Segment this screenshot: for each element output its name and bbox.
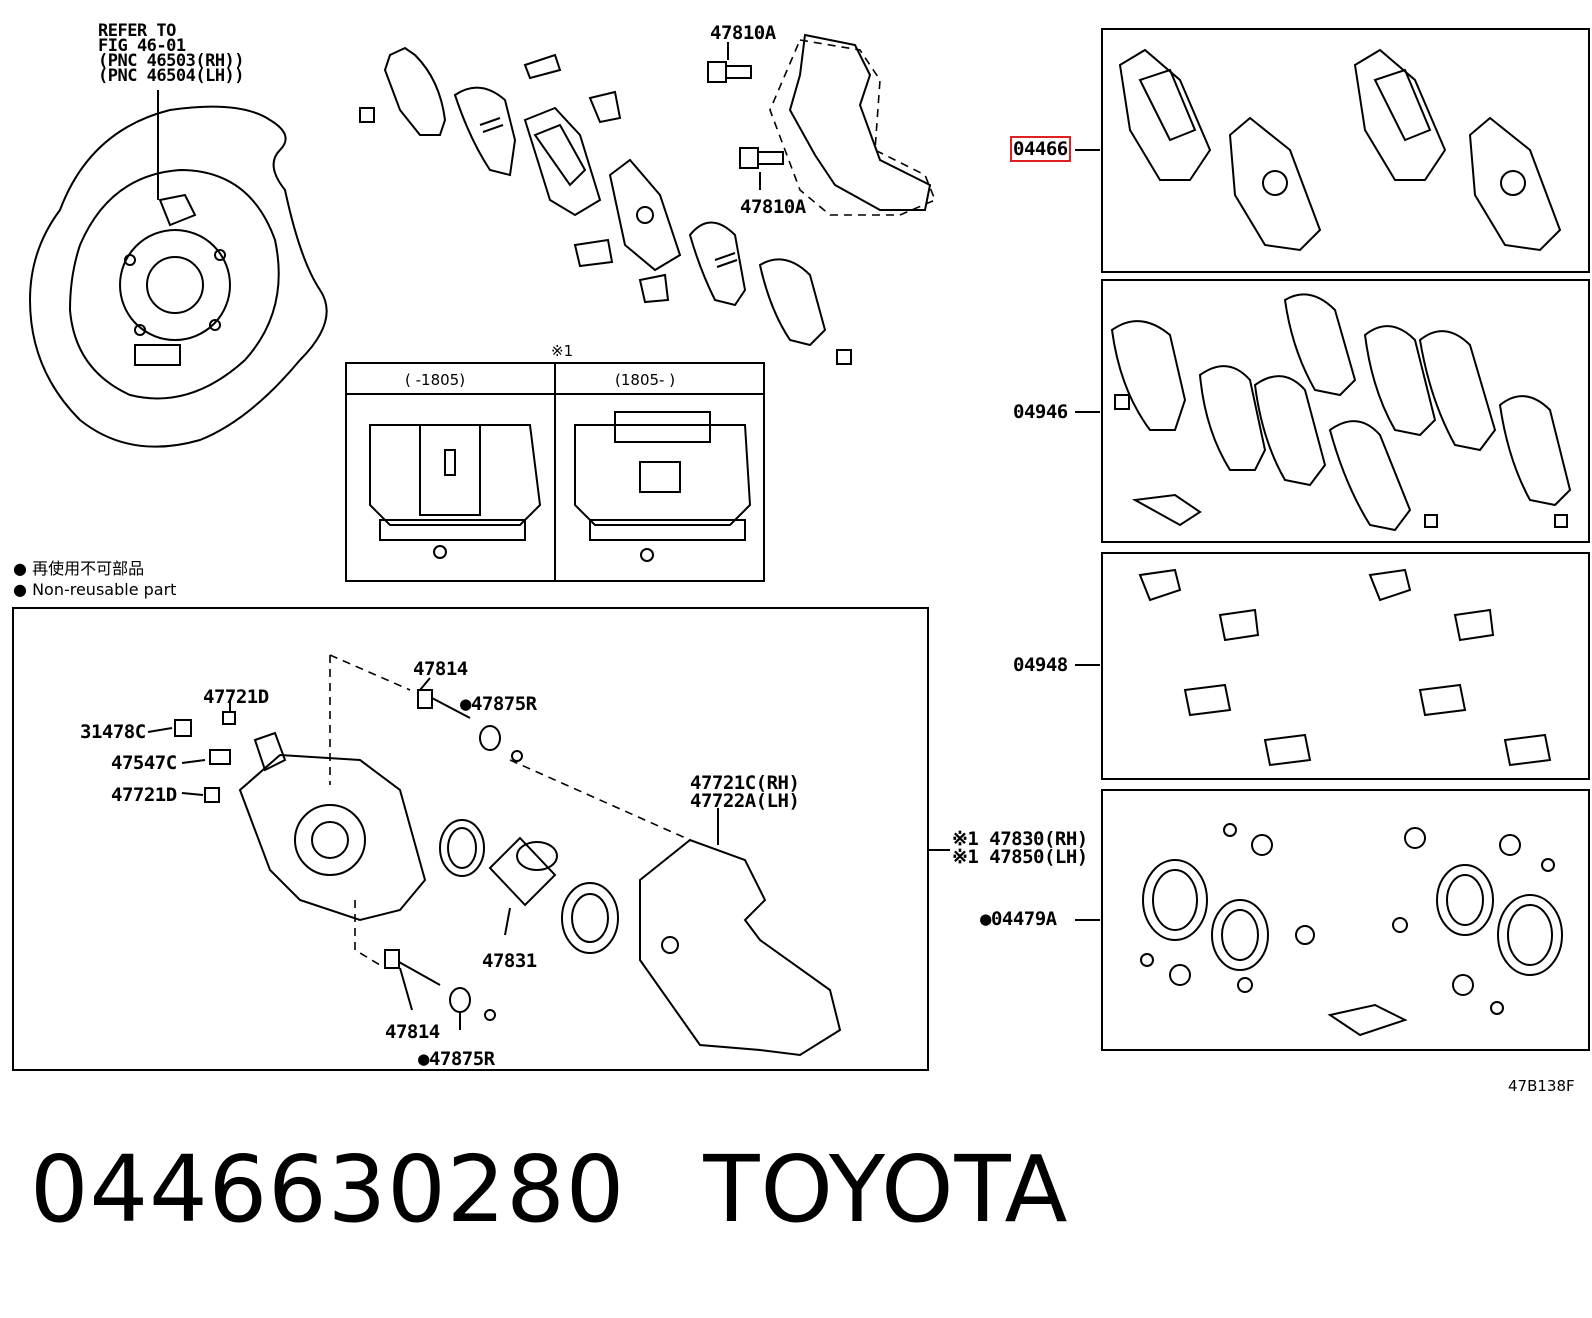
brand-name: TOYOTA — [703, 1136, 1069, 1243]
label-47850-lh[interactable]: ※1 47850(LH) — [952, 846, 1088, 868]
part-number: 0446630280 — [30, 1136, 626, 1243]
kit-code-prefix: 0446 — [1013, 138, 1057, 160]
kit-frames — [1075, 28, 1590, 1051]
label-47547c[interactable]: 47547C — [111, 752, 177, 774]
label-04948[interactable]: 04948 — [1013, 654, 1068, 676]
label-04946[interactable]: 04946 — [1013, 401, 1068, 423]
legend-dot-icon: ● — [13, 559, 27, 578]
label-31478c[interactable]: 31478C — [80, 721, 146, 743]
label-47721c-rh[interactable]: 47721C(RH) — [690, 772, 800, 794]
dust-cover-drawing — [28, 90, 328, 448]
legend-item-jp: ● 再使用不可部品 — [13, 555, 144, 579]
label-47814-lower[interactable]: 47814 — [385, 1021, 440, 1043]
refer-note-line-2: FIG 46-01 — [98, 36, 186, 56]
mounting-upper-drawing — [769, 33, 937, 216]
inset-mark: ※1 — [551, 342, 574, 360]
label-47814-upper[interactable]: 47814 — [413, 658, 468, 680]
inset-right-header: (1805- ) — [615, 371, 676, 389]
inset-left-header: ( -1805) — [405, 371, 466, 389]
kit-code-suffix: 6 — [1056, 138, 1068, 160]
legend-dot-icon: ● — [13, 580, 27, 599]
label-47875r-upper[interactable]: ●47875R — [460, 693, 537, 715]
label-47875r-lower[interactable]: ●47875R — [418, 1048, 495, 1070]
pads-shims-upper — [359, 46, 852, 365]
label-47722a-lh[interactable]: 47722A(LH) — [690, 790, 800, 812]
label-47721d-upper[interactable]: 47721D — [203, 686, 269, 708]
bolts-47810a — [707, 42, 784, 190]
fitting-kit-drawing — [1138, 568, 1552, 767]
figure-code: 47B138F — [1508, 1077, 1575, 1095]
label-47831[interactable]: 47831 — [482, 950, 537, 972]
caliper-frame — [12, 607, 950, 1071]
cylinder-kit-drawing — [1140, 823, 1563, 1037]
label-47721d-lower[interactable]: 47721D — [111, 784, 177, 806]
inset-frames — [345, 362, 765, 582]
label-04466-highlighted[interactable]: 04466 — [1010, 136, 1071, 162]
refer-note-line-1: REFER TO — [98, 21, 176, 41]
highlight-box[interactable]: 04466 — [1010, 136, 1071, 162]
label-47810a-upper[interactable]: 47810A — [710, 22, 776, 44]
label-04479a[interactable]: ●04479A — [980, 908, 1057, 930]
label-47830-rh[interactable]: ※1 47830(RH) — [952, 828, 1088, 850]
legend-item-en: ● Non-reusable part — [13, 580, 176, 599]
label-47810a-lower[interactable]: 47810A — [740, 196, 806, 218]
legend-text-en: Non-reusable part — [32, 580, 177, 599]
shim-kit-drawing — [1110, 293, 1572, 532]
refer-note-line-3: (PNC 46503(RH)) — [98, 51, 245, 71]
refer-note-line-4: (PNC 46504(LH)) — [98, 66, 245, 86]
legend-text-jp: 再使用不可部品 — [32, 559, 145, 578]
pad-kit-drawing — [1118, 48, 1562, 252]
